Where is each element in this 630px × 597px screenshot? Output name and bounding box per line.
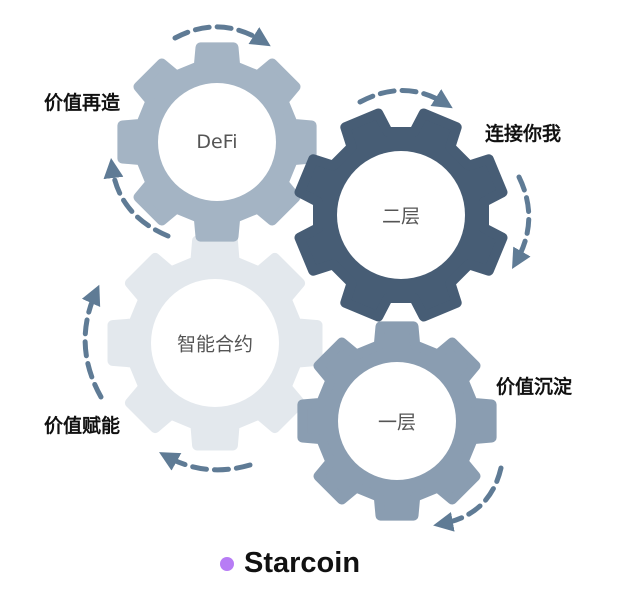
gear-label-smart-contract: 智能合约 bbox=[176, 333, 254, 356]
gear-layer1 bbox=[297, 321, 497, 521]
label-connect: 连接你我 bbox=[485, 123, 562, 145]
gear-label-defi: DeFi bbox=[196, 131, 238, 153]
arrow-bottom-layer1 bbox=[433, 465, 504, 532]
gear-hole bbox=[158, 83, 276, 201]
gear-label-layer2: 二层 bbox=[381, 205, 421, 228]
gear-layer2 bbox=[294, 108, 508, 322]
arrow-top-defi bbox=[172, 24, 271, 47]
brand-dot-icon bbox=[220, 556, 234, 571]
gear-hole bbox=[338, 362, 456, 480]
brand: Starcoin bbox=[220, 547, 360, 580]
gear-defi bbox=[117, 42, 317, 242]
gear-hole bbox=[337, 151, 465, 279]
gear-label-layer1: 一层 bbox=[377, 411, 417, 434]
arrow-left-contract bbox=[81, 284, 104, 400]
arrow-left-defi bbox=[103, 158, 171, 239]
label-value-empower: 价值赋能 bbox=[44, 415, 121, 437]
arrow-top-layer2 bbox=[357, 88, 453, 109]
gear-smart-contract bbox=[107, 235, 323, 451]
brand-name: Starcoin bbox=[244, 547, 361, 579]
gear-hole bbox=[151, 279, 279, 407]
arrow-right-layer2 bbox=[512, 174, 532, 269]
label-value-recreate: 价值再造 bbox=[44, 92, 121, 114]
label-value-settle: 价值沉淀 bbox=[496, 376, 573, 398]
arrow-bottom-contract bbox=[159, 452, 253, 473]
